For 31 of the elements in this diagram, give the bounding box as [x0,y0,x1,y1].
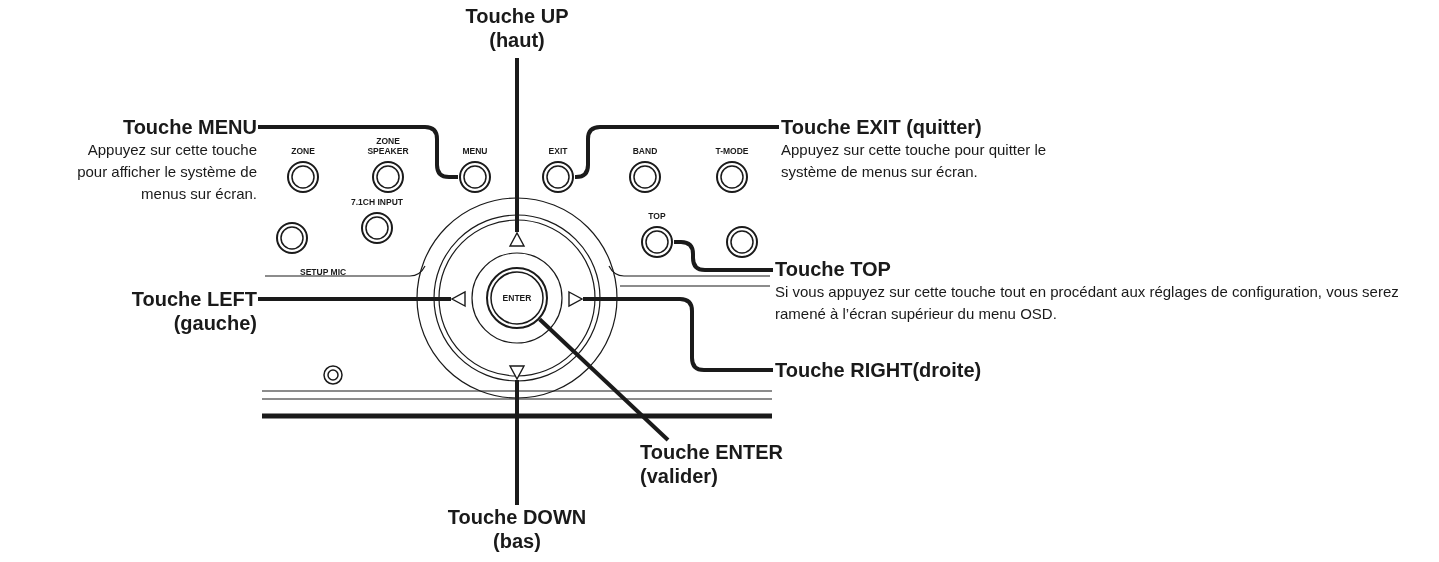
button-label: MENU [461,146,489,156]
button-label: BAND [631,146,659,156]
button-label: ENTER [502,293,532,303]
callout-heading: Touche LEFT (gauche) [130,287,257,335]
triangle-mark [451,291,467,307]
button-label: ZONE [290,146,316,156]
button-label: 7.1CH INPUT [350,197,404,207]
leader-line [515,380,519,505]
callout-heading: Touche ENTER (valider) [640,440,784,488]
callout-heading: Touche RIGHT(droite) [775,358,982,382]
leader-line [515,58,519,232]
triangle-mark [567,291,583,307]
leader-line [574,125,779,179]
callout-heading: Touche TOP [775,257,891,281]
callout-text: Appuyez sur cette touche pour afficher le système de menus sur écran. [76,140,257,204]
callout-text: Si vous appuyez sur cette touche tout en procédant aux réglages de configuration, vous serez ramené à l’écran supérieur du menu OSD. [775,282,1400,324]
button-label: TOP [647,211,667,221]
callout-heading: Touche EXIT (quitter) [781,115,982,139]
triangle-mark [509,232,525,248]
leader-line [583,297,773,372]
leader-line [538,317,670,442]
callout-heading: Touche UP (haut) [464,4,570,52]
button-label: T-MODE [714,146,750,156]
callout-heading: Touche MENU [122,115,257,139]
leader-line [258,297,451,301]
button-label: EXIT [547,146,569,156]
panel-label: SETUP MIC [300,267,347,277]
callout-heading: Touche DOWN (bas) [446,505,588,553]
triangle-mark [509,364,525,380]
button-label: ZONE SPEAKER [366,136,410,156]
callout-text: Appuyez sur cette touche pour quitter le système de menus sur écran. [781,140,1048,182]
